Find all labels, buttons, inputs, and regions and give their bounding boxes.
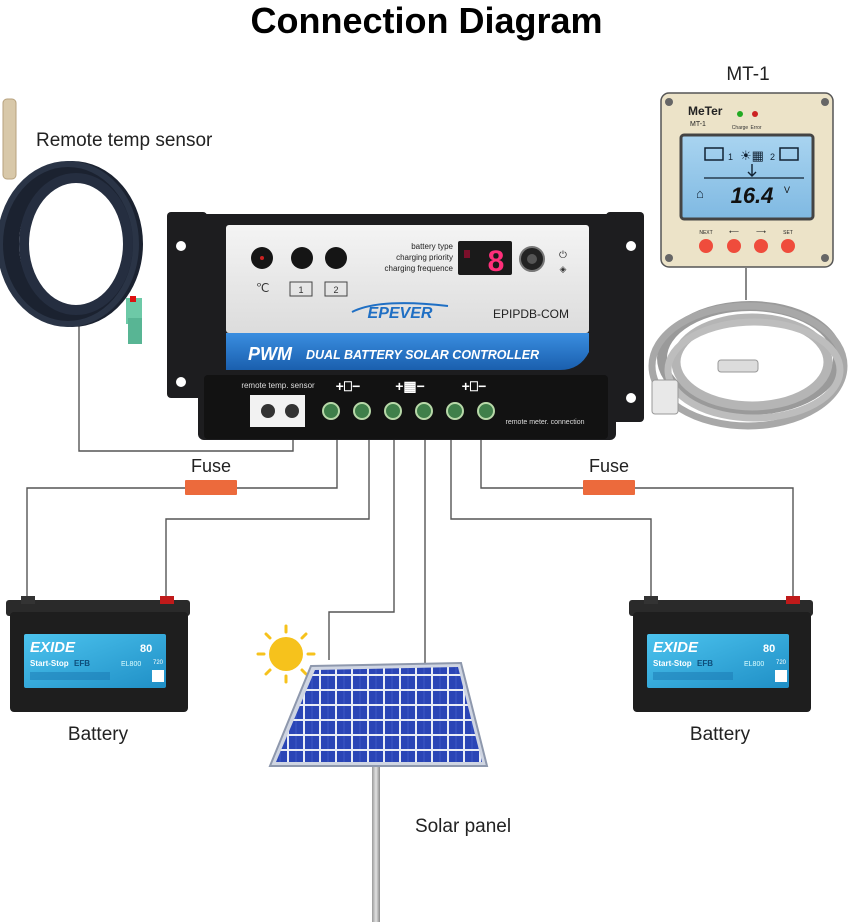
meter-btn-next-label: NEXT (699, 230, 712, 236)
battery-right-cca: 720 (776, 660, 787, 666)
battery-right-brand: EXIDE (653, 639, 699, 656)
controller-text-battery-type: battery type (411, 242, 453, 251)
controller-brand: EPEVER (368, 305, 433, 322)
meter-btn-set-label: SET (783, 230, 793, 236)
label-solar-panel: Solar panel (415, 816, 511, 837)
battery-left-model: EL800 (121, 661, 141, 668)
controller-text-charging-priority: charging priority (396, 253, 453, 262)
charge-controller: 8 ⏻ ◈ battery type charging priority cha… (167, 212, 644, 440)
battery-left-wire-pos (165, 430, 370, 598)
label-battery-right: Battery (690, 724, 751, 745)
battery-left-line: Start-Stop (30, 659, 69, 668)
meter-mt1: MeTer MT-1 Charge Error 1 2 ☀▦ ⌂ 16.4 V … (660, 92, 834, 268)
meter-unit: V (784, 185, 790, 195)
meter-model: MT-1 (690, 121, 706, 128)
battery-right-wire-pos (450, 430, 652, 598)
svg-text:◈: ◈ (560, 264, 567, 274)
battery-right-tech: EFB (697, 659, 713, 668)
terminal-label-meter: remote meter. connection (506, 419, 585, 426)
battery-left-cca: 720 (153, 660, 164, 666)
battery-right-model: EL800 (744, 661, 764, 668)
terminal-label-sensor: remote temp. sensor (241, 381, 315, 390)
wiring (26, 268, 794, 664)
meter-led-charge: Charge (732, 125, 749, 131)
meter-batt2-num: 2 (770, 152, 775, 162)
svg-text:+▦−: +▦− (395, 378, 425, 394)
sun-icon (256, 624, 316, 684)
label-fuse-left: Fuse (191, 456, 231, 476)
controller-model: EPIPDB-COM (493, 307, 569, 321)
page-title: Connection Diagram (250, 0, 603, 41)
meter-led-error: Error (750, 125, 761, 131)
battery-right: EXIDE 80 Start-Stop EFB EL800 720 (629, 596, 813, 712)
fuse-left (185, 480, 237, 495)
solar-wire-pos (328, 430, 395, 660)
svg-text:℃: ℃ (256, 281, 269, 295)
controller-text-charging-frequence: charging frequence (385, 264, 454, 273)
solar-panel (268, 661, 489, 922)
battery-left-wire-neg (26, 430, 338, 598)
meter-cable (648, 301, 848, 430)
label-meter: MT-1 (726, 64, 769, 85)
controller-band-pwm: PWM (248, 344, 293, 364)
meter-btn-right-label: ⟶ (756, 229, 766, 236)
meter-batt1-num: 1 (728, 152, 733, 162)
fuse-right (583, 480, 635, 495)
svg-text:⌂: ⌂ (696, 186, 704, 201)
controller-batt1-num: 1 (298, 285, 303, 295)
battery-right-capacity: 80 (763, 643, 775, 655)
battery-left-capacity: 80 (140, 643, 152, 655)
svg-text:⏻: ⏻ (559, 250, 567, 261)
meter-brand: MeTer (688, 104, 723, 118)
label-remote-temp-sensor: Remote temp sensor (36, 130, 213, 151)
svg-text:+⎕−: +⎕− (336, 378, 361, 394)
controller-display: 8 (488, 245, 505, 278)
meter-btn-left-label: ⟵ (729, 229, 739, 236)
battery-left-tech: EFB (74, 659, 90, 668)
controller-batt2-num: 2 (333, 285, 338, 295)
label-battery-left: Battery (68, 724, 129, 745)
controller-band-text: DUAL BATTERY SOLAR CONTROLLER (306, 348, 539, 362)
svg-text:+⎕−: +⎕− (462, 378, 487, 394)
battery-left-brand: EXIDE (30, 639, 76, 656)
battery-right-line: Start-Stop (653, 659, 692, 668)
battery-right-wire-neg (480, 430, 794, 598)
meter-reading: 16.4 (731, 183, 774, 208)
svg-text:☀▦: ☀▦ (740, 148, 764, 163)
battery-left: EXIDE 80 Start-Stop EFB EL800 720 (6, 596, 190, 712)
remote-temp-sensor (0, 98, 143, 344)
label-fuse-right: Fuse (589, 456, 629, 476)
